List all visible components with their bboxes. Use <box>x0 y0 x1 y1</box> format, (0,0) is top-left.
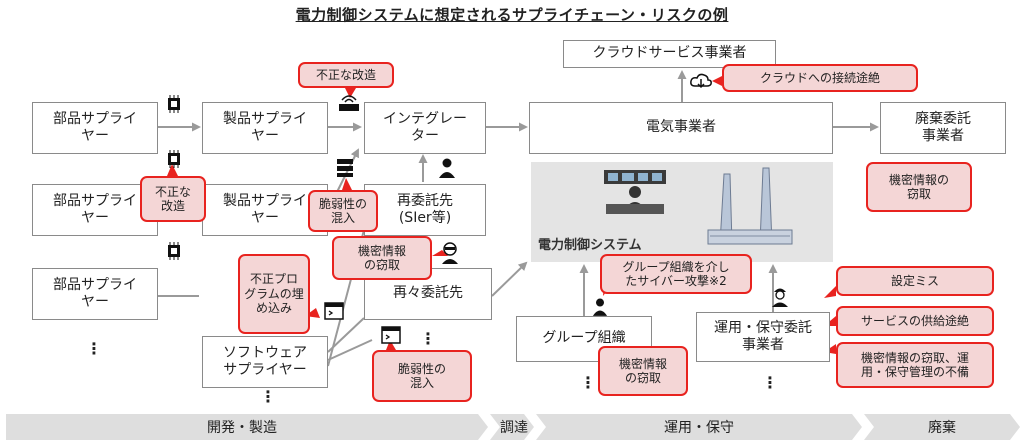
control-system-area <box>531 162 833 262</box>
power-company-box: 電気事業者 <box>529 102 833 154</box>
integrator-box: インテグレー ター <box>364 102 486 154</box>
parts-supplier-box-1: 部品サプライ ヤー <box>32 102 158 154</box>
router-icon <box>339 95 359 111</box>
callout-config-error: 設定ミス <box>836 266 994 296</box>
callout-tampering-left: 不正な 改造 <box>140 176 206 222</box>
phase-bar-background <box>6 414 1020 440</box>
callout-info-theft-mid: 機密情報 の窃取 <box>332 236 432 280</box>
product-supplier-box-1: 製品サプライ ヤー <box>202 102 328 154</box>
software-supplier-box: ソフトウェア サプライヤー <box>202 336 328 388</box>
worker-icon <box>772 288 788 307</box>
callout-service-disruption: サービスの供給途絶 <box>836 306 994 336</box>
cloud-download-icon <box>690 73 712 89</box>
ops-maintenance-contractor-box: 運用・保守委託 事業者 <box>696 312 830 362</box>
callout-disposal-info-theft: 機密情報の 窃取 <box>866 162 972 212</box>
server-icon <box>337 159 353 177</box>
chip-icon <box>168 150 180 168</box>
hacker-icon <box>442 242 458 264</box>
terminal-icon <box>324 302 344 320</box>
ellipsis-software: ⋮ <box>260 387 276 406</box>
ellipsis-ops: ⋮ <box>762 373 778 392</box>
ellipsis-sub-subcontractor: ⋮ <box>420 329 436 348</box>
callout-malicious-program: 不正プロ グラムの埋 め込み <box>238 254 310 334</box>
callout-tampering-top: 不正な改造 <box>298 62 394 88</box>
callout-cloud-disconnect: クラウドへの接続途絶 <box>722 64 918 92</box>
person-icon <box>592 298 608 316</box>
phase-development: 開発・製造 <box>207 420 277 436</box>
callout-vulnerability-low: 脆弱性の 混入 <box>372 350 472 402</box>
product-supplier-box-2: 製品サプライ ヤー <box>202 184 328 236</box>
callout-group-cyberattack: グループ組織を介し たサイバー攻撃※2 <box>600 254 752 294</box>
parts-supplier-box-3: 部品サプライ ヤー <box>32 268 158 320</box>
ellipsis-group: ⋮ <box>580 373 596 392</box>
control-room-illustration <box>604 170 666 214</box>
cloud-service-provider-box: クラウドサービス事業者 <box>563 40 776 68</box>
diagram-title: 電力制御システムに想定されるサプライチェーン・リスクの例 <box>295 6 729 24</box>
subcontractor-box: 再委託先 (SIer等) <box>364 184 486 236</box>
chip-icon <box>168 242 180 260</box>
terminal-icon <box>381 326 401 344</box>
phase-procurement: 調達 <box>500 420 528 436</box>
callout-group-info-theft: 機密情報 の窃取 <box>598 346 688 396</box>
ellipsis-parts: ⋮ <box>86 339 102 358</box>
disposal-contractor-box: 廃棄委託 事業者 <box>880 102 1006 154</box>
callout-vulnerability-mid: 脆弱性の 混入 <box>308 190 378 232</box>
phase-operation: 運用・保守 <box>664 420 734 436</box>
power-plant-illustration <box>707 167 793 245</box>
person-icon <box>439 158 455 178</box>
control-system-label: 電力制御システム <box>538 238 642 253</box>
callout-ops-info-theft: 機密情報の窃取、運 用・保守管理の不備 <box>836 342 994 388</box>
chip-icon <box>168 95 180 113</box>
phase-disposal: 廃棄 <box>928 420 956 436</box>
